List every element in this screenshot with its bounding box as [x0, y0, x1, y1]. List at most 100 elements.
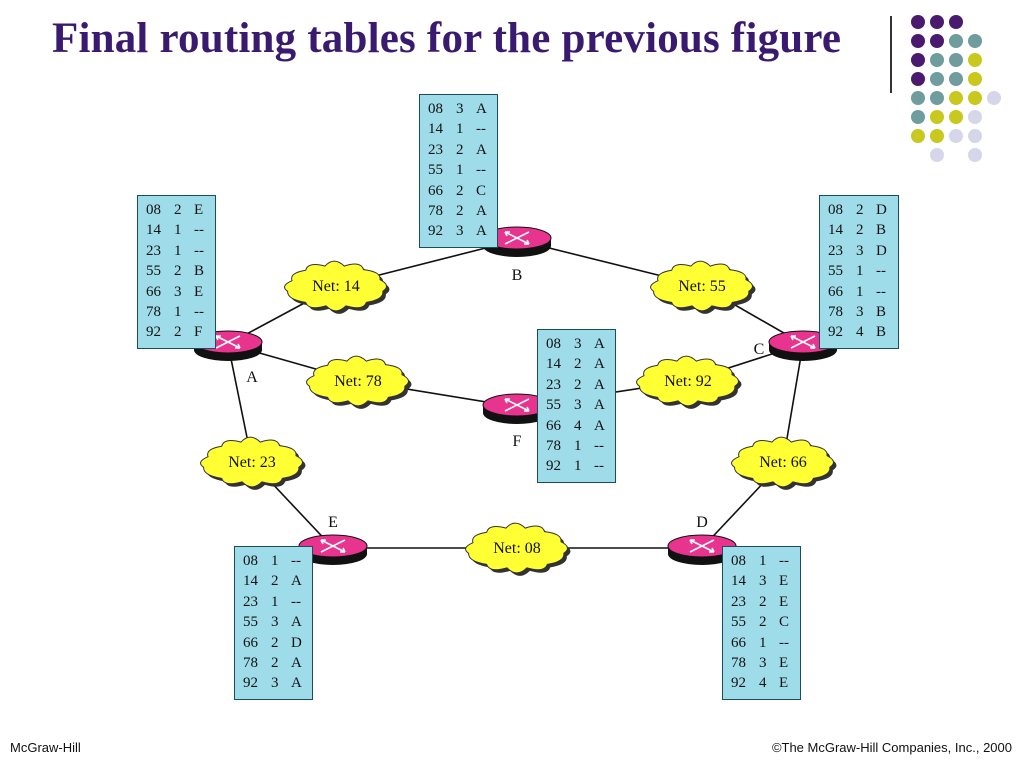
slide-title: Final routing tables for the previous fi…: [52, 15, 842, 62]
table-row: 55 1 --: [428, 160, 497, 180]
decorative-dot: [930, 72, 944, 86]
hop-count-cell: 1: [174, 222, 182, 239]
next-router-cell: --: [476, 162, 486, 179]
destination-cell: 55: [428, 162, 443, 179]
hop-count-cell: 1: [174, 242, 182, 259]
destination-cell: 55: [243, 614, 258, 631]
next-router-cell: --: [594, 458, 604, 475]
hop-count-cell: 4: [759, 675, 767, 692]
hop-count-cell: 1: [574, 438, 582, 455]
next-router-cell: D: [876, 202, 887, 218]
next-router-cell: --: [194, 304, 204, 321]
destination-cell: 78: [731, 655, 746, 672]
destination-cell: 78: [243, 655, 258, 672]
next-router-cell: --: [594, 438, 604, 455]
hop-count-cell: 1: [856, 283, 864, 300]
decorative-dot: [911, 91, 925, 105]
destination-cell: 78: [546, 438, 561, 455]
network-cloud: Net: 14: [284, 260, 390, 314]
cloud-icon: [731, 436, 834, 488]
next-router-cell: E: [779, 573, 789, 590]
next-router-cell: C: [779, 614, 790, 631]
destination-cell: 23: [731, 593, 746, 610]
hop-count-cell: 2: [456, 182, 464, 199]
network-cloud: Net: 23: [200, 436, 306, 490]
decorative-dot: [968, 110, 982, 124]
decorative-dot: [949, 72, 963, 86]
network-label: Net: 14: [312, 278, 360, 295]
hop-count-cell: 1: [759, 634, 767, 651]
router-label: C: [754, 341, 765, 358]
next-router-cell: --: [876, 283, 886, 300]
cloud-icon: [636, 355, 739, 407]
network-cloud: Net: 55: [650, 260, 756, 314]
destination-cell: 23: [428, 141, 443, 158]
destination-cell: 14: [146, 222, 161, 239]
hop-count-cell: 2: [271, 634, 279, 651]
network-cloud: Net: 66: [731, 436, 837, 490]
hop-count-cell: 2: [271, 655, 279, 672]
hop-count-cell: 3: [271, 614, 279, 631]
decorative-dot: [968, 34, 982, 48]
router-arrows-icon: [504, 231, 530, 245]
hop-count-cell: 1: [856, 263, 864, 280]
decorative-dot: [930, 91, 944, 105]
hop-count-cell: 2: [174, 324, 182, 341]
footer-copyright: ©The McGraw-Hill Companies, Inc., 2000: [771, 740, 1012, 755]
destination-cell: 14: [243, 573, 258, 590]
network-label: Net: 78: [334, 373, 382, 390]
next-router-cell: A: [476, 203, 487, 220]
destination-cell: 14: [428, 121, 443, 138]
next-router-cell: A: [594, 356, 605, 373]
destination-cell: 23: [146, 242, 161, 259]
destination-cell: 92: [243, 675, 258, 692]
network-cloud: Net: 08: [465, 522, 571, 576]
hop-count-cell: 1: [456, 162, 464, 179]
destination-cell: 92: [146, 324, 161, 341]
hop-count-cell: 2: [456, 141, 464, 158]
hop-count-cell: 3: [759, 573, 767, 590]
next-router-cell: A: [594, 397, 605, 414]
hop-count-cell: 3: [174, 283, 182, 300]
decorative-dot: [968, 91, 982, 105]
router-label: E: [328, 514, 338, 531]
decorative-dot: [911, 72, 925, 86]
decorative-dot: [930, 34, 944, 48]
hop-count-cell: 2: [574, 356, 582, 373]
hop-count-cell: 2: [759, 614, 767, 631]
hop-count-cell: 2: [271, 573, 279, 590]
next-router-cell: A: [291, 655, 302, 672]
destination-cell: 55: [731, 614, 746, 631]
destination-cell: 08: [243, 553, 258, 569]
router-arrows-icon: [689, 539, 715, 553]
footer-publisher: McGraw-Hill: [10, 740, 81, 755]
next-router-cell: C: [476, 182, 487, 199]
router-label: A: [246, 369, 258, 386]
destination-cell: 92: [428, 223, 443, 240]
router-label: B: [512, 267, 523, 284]
next-router-cell: D: [291, 634, 302, 651]
cloud-icon: [200, 436, 303, 488]
destination-cell: 55: [828, 263, 843, 280]
